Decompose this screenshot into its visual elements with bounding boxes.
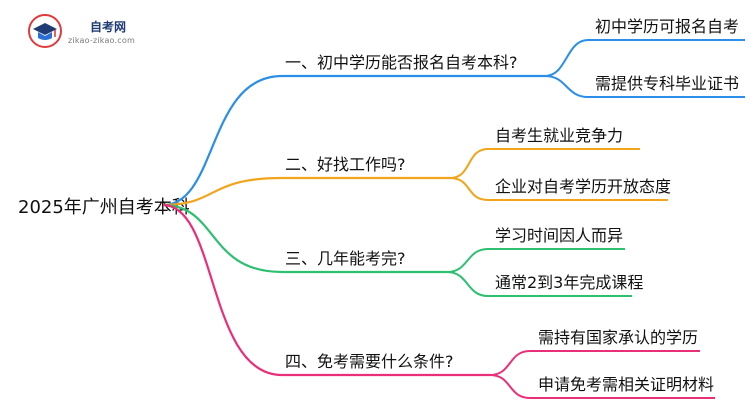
leaf-connector-1-2 [544,75,745,98]
leaf-connector-4-1 [489,350,700,376]
branch-connector-2 [162,176,450,207]
leaf-label-1-2: 需提供专科毕业证书 [595,74,739,93]
leaf-connector-2-1 [449,148,640,179]
leaf-label-4-1: 需持有国家承认的学历 [538,328,698,347]
logo-title: 自考网 [90,20,127,34]
branch-connector-4 [162,203,490,377]
branch-label-4: 四、免考需要什么条件? [285,352,454,371]
logo-url: zikao-zikao.com [68,36,135,45]
branch-label-2: 二、好找工作吗? [285,155,406,174]
branch-connector-3 [162,203,447,274]
leaf-label-3-2: 通常2到3年完成课程 [495,273,643,292]
branch-label-3: 三、几年能考完? [285,249,406,268]
leaf-label-3-1: 学习时间因人而异 [495,226,623,245]
leaf-connector-4-2 [489,374,715,399]
leaf-connector-3-2 [446,271,632,297]
leaf-connector-3-1 [446,248,625,273]
site-logo[interactable]: 自考网 zikao-zikao.com [28,12,138,54]
leaf-connector-1-1 [544,39,745,77]
leaf-connector-2-2 [449,177,668,201]
root-node: 2025年广州自考本科 [18,197,190,218]
branch-connector-1 [162,74,545,207]
graduation-cap-icon [28,14,62,48]
branch-label-1: 一、初中学历能否报名自考本科? [285,53,518,72]
leaf-label-2-1: 自考生就业竞争力 [495,126,623,145]
leaf-label-4-2: 申请免考需相关证明材料 [538,375,714,394]
leaf-label-1-1: 初中学历可报名自考 [595,17,739,36]
leaf-label-2-2: 企业对自考学历开放态度 [495,177,671,196]
